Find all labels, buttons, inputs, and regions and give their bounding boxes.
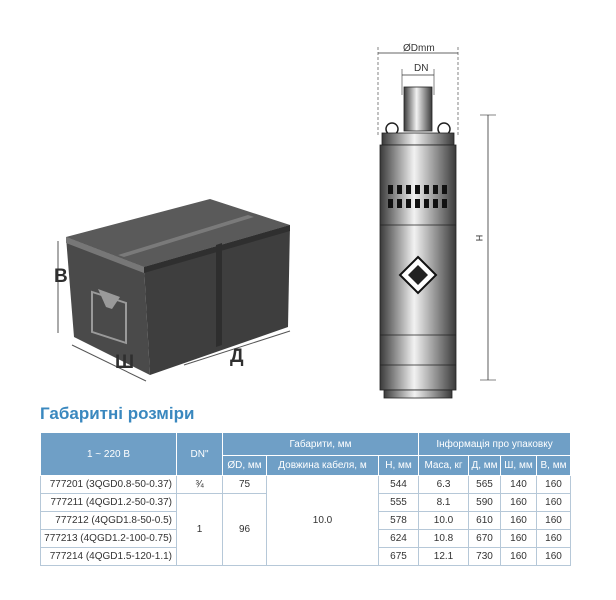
cell-mass: 12.1 (418, 547, 470, 566)
cell-sh: 160 (500, 493, 538, 512)
outer-diameter-label: ØDmm (403, 43, 435, 54)
table-subheader-row: ØD, мм Довжина кабеля, м H, мм Маса, кг … (41, 455, 572, 476)
cell-model: 777214 (4QGD1.5-120-1.1) (40, 547, 177, 566)
cell-v: 160 (536, 547, 572, 566)
cell-model: 777213 (4QGD1.2-100-0.75) (40, 529, 177, 548)
cell-mass: 10.0 (418, 511, 470, 530)
header-sh: Ш, мм (500, 455, 538, 476)
cell-model: 777201 (3QGD0.8-50-0.37) (40, 475, 177, 494)
cell-v: 160 (536, 511, 572, 530)
cell-h: 555 (377, 493, 420, 512)
cell-d: 610 (468, 511, 502, 530)
cell-h: 624 (377, 529, 420, 548)
cell-sh: 160 (500, 529, 538, 548)
package-box-illustration (57, 199, 291, 382)
cell-v: 160 (536, 529, 572, 548)
cell-d: 730 (468, 547, 502, 566)
box-height-label: В (54, 266, 68, 287)
header-mass: Маса, кг (418, 455, 470, 476)
cell-model: 777211 (4QGD1.2-50-0.37) (40, 493, 177, 512)
header-d: Д, мм (468, 455, 502, 476)
cell-cable: 10.0 (266, 475, 379, 566)
cell-d: 590 (468, 493, 502, 512)
cell-dn: 1 (176, 493, 223, 566)
cell-sh: 140 (500, 475, 538, 494)
table-row: 777212 (4QGD1.8-50-0.5) 578 10.0 610 160… (40, 511, 572, 530)
cell-dn: ¾ (176, 475, 223, 494)
header-power: 1 ~ 220 В (40, 432, 177, 476)
table-header-row: 1 ~ 220 В DN" Габарити, мм Інформація пр… (40, 432, 572, 476)
cell-sh: 160 (500, 547, 538, 566)
table-row: 777201 (3QGD0.8-50-0.37) ¾ 75 10.0 544 6… (40, 475, 572, 566)
cell-h: 675 (377, 547, 420, 566)
header-od: ØD, мм (222, 455, 267, 476)
header-h: H, мм (377, 455, 420, 476)
header-cable: Довжина кабеля, м (266, 455, 379, 476)
pump-drawing (377, 47, 496, 399)
cell-mass: 10.8 (418, 529, 470, 548)
dn-label: DN (414, 63, 429, 74)
section-title: Габаритні розміри (40, 404, 195, 423)
cell-od: 75 (222, 475, 267, 494)
box-width-label: Ш (115, 352, 135, 373)
cell-od: 96 (222, 493, 267, 566)
cell-v: 160 (536, 475, 572, 494)
cell-mass: 8.1 (418, 493, 470, 512)
cell-d: 565 (468, 475, 502, 494)
table-row: 777211 (4QGD1.2-50-0.37) 1 96 555 8.1 59… (40, 493, 572, 566)
cell-h: 578 (377, 511, 420, 530)
header-dn: DN" (176, 432, 223, 476)
cell-model: 777212 (4QGD1.8-50-0.5) (40, 511, 177, 530)
header-packaging: Інформація про упаковку (418, 432, 572, 456)
cell-h: 544 (377, 475, 420, 494)
height-label: H (474, 234, 485, 242)
header-v: В, мм (536, 455, 572, 476)
cell-v: 160 (536, 493, 572, 512)
cell-mass: 6.3 (418, 475, 470, 494)
table-row: 777214 (4QGD1.5-120-1.1) 675 12.1 730 16… (40, 547, 572, 566)
dimensions-table: 1 ~ 220 В DN" Габарити, мм Інформація пр… (40, 432, 572, 566)
header-dimensions: Габарити, мм (221, 432, 420, 456)
cell-sh: 160 (500, 511, 538, 530)
box-length-label: Д (230, 346, 244, 367)
cell-d: 670 (468, 529, 502, 548)
